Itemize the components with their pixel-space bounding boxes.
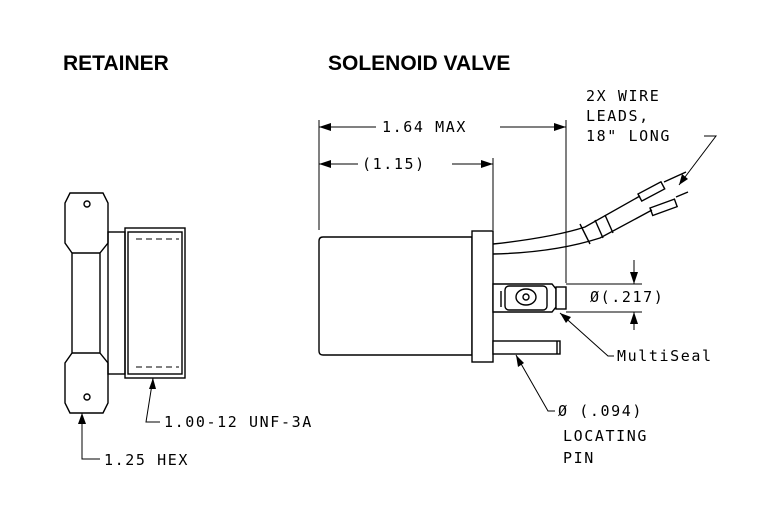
wire-leads-label-line2: LEADS, — [586, 107, 650, 125]
locating-pin — [492, 340, 561, 355]
hex-hole-bottom — [83, 393, 91, 401]
wire-lead-upper — [492, 195, 641, 245]
thread-callout: 1.00-12 UNF-3A — [164, 413, 313, 431]
retainer-drawing — [64, 192, 186, 414]
multiseal-leader — [559, 312, 614, 357]
solenoid-flange — [471, 230, 494, 363]
solenoid-body — [318, 236, 473, 356]
seal-diameter-label: Ø(.217) — [590, 288, 664, 306]
wire-leads-label-line3: 18" LONG — [586, 127, 671, 145]
locating-label: LOCATING — [563, 427, 648, 445]
body-length-dimension — [319, 158, 494, 230]
hex-nut-outline — [64, 192, 109, 414]
wire-twist-2 — [594, 219, 604, 239]
wire-tip-upper — [637, 180, 666, 203]
retainer-thread-body — [124, 227, 186, 379]
hex-callout: 1.25 HEX — [104, 451, 189, 469]
pin-label: PIN — [563, 449, 595, 467]
solenoid-drawing — [318, 171, 689, 363]
wire-twist-1 — [579, 223, 591, 245]
multiseal-nose — [555, 286, 567, 310]
max-length-label: 1.64 MAX — [382, 118, 467, 136]
pin-diameter-label: Ø (.094) — [558, 402, 643, 420]
wire-leads-label-line1: 2X WIRE — [586, 87, 660, 105]
multiseal-port — [515, 288, 537, 306]
seal-diameter-dimension — [566, 260, 642, 330]
wire-tip-lower — [649, 198, 679, 217]
wire-leads-leader — [678, 135, 718, 186]
thread-callout-leader — [145, 377, 160, 423]
solenoid-valve-title: SOLENOID VALVE — [328, 52, 510, 75]
retainer-collar — [107, 231, 126, 375]
wire-lead-lower — [492, 209, 653, 255]
hex-callout-leader — [78, 413, 100, 460]
hex-hole-top — [83, 200, 91, 208]
body-length-label: (1.15) — [362, 155, 426, 173]
max-length-dimension — [318, 120, 567, 283]
multiseal-label: MultiSeal — [617, 347, 713, 365]
locating-pin-leader — [515, 354, 555, 412]
retainer-title: RETAINER — [63, 52, 169, 75]
